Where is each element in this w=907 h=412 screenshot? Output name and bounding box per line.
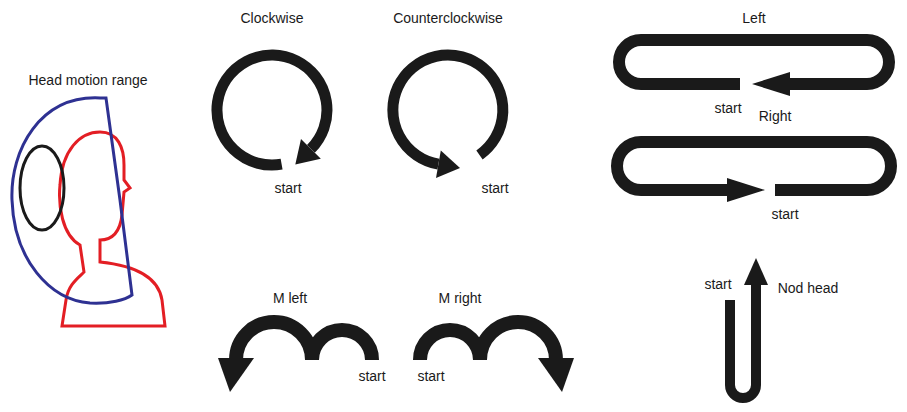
start-label: start <box>481 180 508 196</box>
start-label: start <box>704 276 731 292</box>
gesture-name: Nod head <box>778 280 839 296</box>
nod-u-path <box>730 284 756 398</box>
clockwise-gesture <box>217 55 327 165</box>
left-gesture <box>619 40 889 96</box>
m-right-path <box>420 322 556 360</box>
head-profile <box>60 132 165 326</box>
counterclockwise-gesture <box>393 55 503 178</box>
arrow-head <box>538 358 574 392</box>
left-loop <box>619 40 889 84</box>
m-left-path <box>236 322 372 360</box>
clockwise-arc <box>217 55 327 165</box>
gesture-name: Counterclockwise <box>393 10 503 26</box>
m-left-gesture <box>218 322 372 392</box>
head-figure <box>12 98 165 326</box>
arrow-head <box>218 358 254 392</box>
arrow-head <box>752 72 790 96</box>
arrow-head <box>727 178 765 202</box>
gesture-name: Right <box>759 108 792 124</box>
arrow-head <box>295 139 321 165</box>
motion-core-ellipse <box>20 146 64 230</box>
motion-range-outline <box>12 98 132 303</box>
nod-gesture <box>730 258 768 398</box>
gesture-name: Left <box>742 10 765 26</box>
figure-caption: Head motion range <box>28 72 147 88</box>
right-gesture <box>617 142 891 202</box>
start-label: start <box>358 368 385 384</box>
start-label: start <box>714 100 741 116</box>
start-label: start <box>417 368 444 384</box>
arrow-head <box>744 258 768 285</box>
start-label: start <box>274 180 301 196</box>
gesture-name: M right <box>439 290 482 306</box>
gesture-name: M left <box>273 290 307 306</box>
start-label: start <box>771 206 798 222</box>
arrow-head <box>436 150 460 178</box>
counterclockwise-arc <box>393 55 503 164</box>
gesture-name: Clockwise <box>240 10 303 26</box>
right-loop <box>617 142 891 190</box>
